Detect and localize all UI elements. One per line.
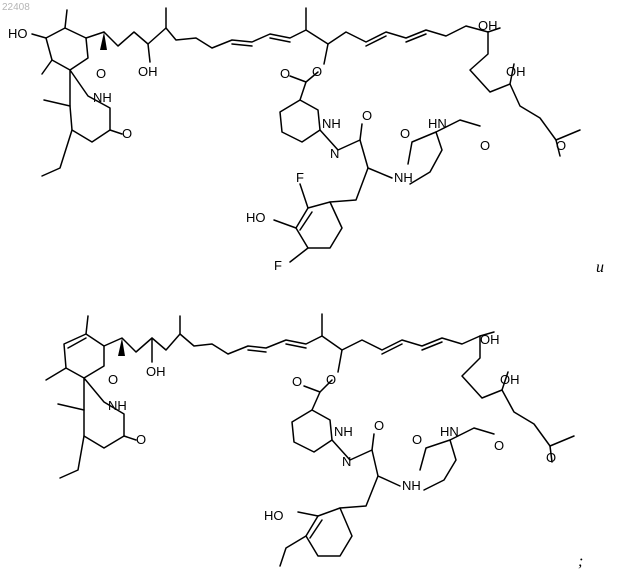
s1-aa1	[360, 140, 392, 178]
separator-word: и	[596, 259, 604, 276]
s1-ester-co	[290, 76, 306, 82]
s1-me3	[44, 100, 70, 106]
s2-o-ring-label: O	[108, 372, 118, 387]
s1-o-ester-label: O	[312, 64, 322, 79]
s2-ring-db	[68, 338, 86, 348]
s2-o-ketone-label: O	[546, 450, 556, 465]
s1-db2	[270, 38, 290, 42]
s1-oh-bond	[148, 44, 150, 62]
s1-f1-bond	[300, 184, 308, 208]
s2-o-ester-label: O	[326, 372, 336, 387]
s1-co	[110, 130, 122, 134]
s1-db1	[232, 44, 252, 46]
s1-o-amide2-label: O	[400, 126, 410, 141]
s1-valine	[408, 132, 442, 184]
s1-pyran-ring	[46, 28, 88, 70]
s1-f2-label: F	[274, 258, 282, 273]
s2-aryl-db	[310, 520, 322, 538]
s2-co	[124, 436, 136, 440]
s1-db4	[406, 34, 426, 42]
s2-me3	[58, 404, 84, 410]
s2-sidechain	[462, 336, 550, 446]
s2-ketone-me	[550, 436, 574, 446]
s2-o-lactam-label: O	[136, 432, 146, 447]
s1-chain	[104, 28, 328, 48]
s2-nh-ring-label: NH	[334, 424, 353, 439]
s2-ethyl	[60, 436, 84, 478]
s2-o-carbonyl-label: O	[292, 374, 302, 389]
s1-o-amide1-label: O	[362, 108, 372, 123]
s1-n-ring-label: N	[330, 146, 339, 161]
end-punctuation: ;	[578, 553, 583, 570]
s2-benzyl	[340, 476, 378, 508]
s2-piperazic-ring	[292, 410, 332, 452]
s1-oh3-label: OH	[506, 64, 526, 79]
s2-hn-label: HN	[440, 424, 459, 439]
s2-me2	[46, 368, 66, 380]
s2-chain	[104, 334, 342, 354]
s1-oh-label: OH	[138, 64, 158, 79]
s2-nh-amide-label: NH	[402, 478, 421, 493]
s1-ho-bond	[32, 34, 46, 38]
s1-f2-bond	[290, 248, 308, 262]
s2-oh3-label: OH	[500, 372, 520, 387]
s1-ho-label: HO	[8, 26, 28, 41]
s1-sidechain	[470, 32, 556, 140]
s2-valine	[420, 440, 456, 490]
s1-chain-bond	[86, 32, 104, 38]
s2-ho-aryl	[298, 512, 318, 516]
s2-db4	[422, 342, 442, 350]
s2-nh-label: NH	[108, 398, 127, 413]
s2-pyran-ring	[64, 334, 104, 378]
s1-o-carbonyl-label: O	[280, 66, 290, 81]
s1-o-lactam-label: O	[122, 126, 132, 141]
s1-ethyl	[42, 130, 72, 176]
s2-n-ring-label: N	[342, 454, 351, 469]
s2-piperidinone-ring	[84, 378, 124, 448]
s1-nh-ring-label: NH	[322, 116, 341, 131]
s2-oh-label: OH	[146, 364, 166, 379]
s2-ester-co	[304, 386, 320, 392]
s1-nh-amide-label: NH	[394, 170, 413, 185]
s1-oh2-label: OH	[478, 18, 498, 33]
s2-ester-o	[338, 350, 342, 372]
s2-oh2-label: OH	[480, 332, 500, 347]
s1-hn-label: HN	[428, 116, 447, 131]
s2-db2	[286, 344, 306, 348]
s1-ho-aryl-label: HO	[246, 210, 266, 225]
s1-me2	[42, 60, 52, 74]
s1-o-ketone-label: O	[556, 138, 566, 153]
s1-nh-label: NH	[93, 90, 112, 105]
structure-1: HO OH O NH O O O NH N O NH O HN O F HO F…	[8, 8, 580, 273]
s2-ethyl-aryl	[280, 536, 306, 566]
s2-ho-aryl-label: HO	[264, 508, 284, 523]
s1-f1-label: F	[296, 170, 304, 185]
s2-chain2	[342, 336, 480, 350]
s2-db1	[248, 350, 266, 352]
s2-o-amide2-label: O	[412, 432, 422, 447]
page-number: 22408	[2, 2, 30, 13]
s1-piperazic-ring	[280, 100, 320, 142]
structure-2: OH O NH O O O NH N O NH O HN O HO OH OH …	[46, 314, 574, 566]
s2-methyl	[86, 316, 88, 334]
s2-o-amide3-label: O	[494, 438, 504, 453]
s1-methyl	[65, 10, 67, 28]
s1-aryl-db	[300, 212, 312, 230]
s1-ho-aryl	[274, 220, 296, 228]
s2-o-amide1-label: O	[374, 418, 384, 433]
s1-o-ring-label: O	[96, 66, 106, 81]
s1-benzyl	[330, 168, 368, 202]
s1-ester-o	[324, 44, 328, 64]
s1-o-amide3-label: O	[480, 138, 490, 153]
